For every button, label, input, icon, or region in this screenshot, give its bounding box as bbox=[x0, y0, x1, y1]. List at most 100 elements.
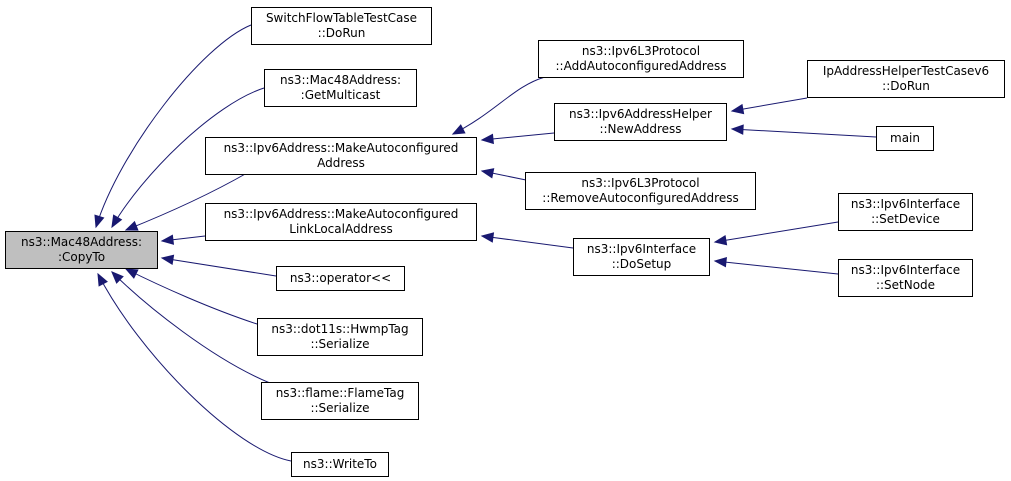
edge-line bbox=[125, 268, 258, 325]
node-label-line: ::RemoveAutoconfiguredAddress bbox=[542, 191, 738, 205]
node-box bbox=[573, 238, 710, 276]
node-label-line: :GetMulticast bbox=[301, 88, 381, 102]
node-box bbox=[876, 126, 934, 151]
edge-arrowhead bbox=[111, 271, 124, 284]
node-label-line: Address bbox=[317, 156, 365, 170]
edge-line bbox=[731, 128, 877, 138]
edge-line bbox=[95, 24, 252, 228]
node-iphelper[interactable]: IpAddressHelperTestCasev6::DoRun bbox=[807, 60, 1005, 98]
node-box bbox=[5, 231, 158, 269]
edge-line bbox=[481, 132, 555, 141]
edge-arrowhead bbox=[730, 103, 745, 115]
node-label-line: ::DoRun bbox=[318, 26, 366, 40]
node-label-line: ::DoRun bbox=[882, 79, 930, 93]
edge-arrowhead bbox=[480, 232, 495, 243]
node-label-line: ::SetNode bbox=[876, 278, 935, 292]
node-box bbox=[264, 69, 417, 107]
node-box bbox=[838, 259, 973, 297]
edge-arrowhead bbox=[480, 168, 495, 179]
edge-arrowhead bbox=[124, 220, 139, 231]
node-label-line: ns3::Mac48Address: bbox=[280, 73, 401, 87]
edge-makeautoll-to-copyto bbox=[160, 234, 206, 245]
edge-line bbox=[481, 235, 574, 249]
edge-writeto-to-copyto bbox=[97, 272, 292, 462]
node-writeto[interactable]: ns3::WriteTo bbox=[291, 452, 389, 477]
node-setnode[interactable]: ns3::Ipv6Interface::SetNode bbox=[838, 259, 973, 297]
edge-line bbox=[452, 76, 546, 135]
edge-main-to-newaddress bbox=[730, 124, 877, 138]
node-box bbox=[807, 60, 1005, 98]
node-removeauto[interactable]: ns3::Ipv6L3Protocol::RemoveAutoconfigure… bbox=[525, 172, 756, 210]
node-label-line: ns3::Ipv6Address::MakeAutoconfigured bbox=[224, 141, 459, 155]
edge-makeauto-to-copyto bbox=[124, 172, 248, 231]
node-label-line: ns3::Ipv6Address::MakeAutoconfigured bbox=[224, 207, 459, 221]
node-label-line: ns3::dot11s::HwmpTag bbox=[271, 322, 408, 336]
node-main[interactable]: main bbox=[876, 126, 934, 151]
node-setdevice[interactable]: ns3::Ipv6Interface::SetDevice bbox=[838, 193, 973, 231]
edge-line bbox=[125, 172, 248, 231]
edge-addauto-to-makeauto bbox=[451, 76, 546, 135]
node-label-line: LinkLocalAddress bbox=[289, 222, 392, 236]
node-label-line: ns3::flame::FlameTag bbox=[276, 386, 405, 400]
edge-arrowhead bbox=[730, 124, 744, 135]
edge-arrowhead bbox=[713, 234, 728, 246]
node-box bbox=[554, 103, 727, 141]
node-dosetup[interactable]: ns3::Ipv6Interface::DoSetup bbox=[573, 238, 710, 276]
edge-dosetup-to-makeautoll bbox=[480, 232, 574, 249]
node-flame[interactable]: ns3::flame::FlameTag::Serialize bbox=[261, 382, 419, 420]
node-label-line: ::SetDevice bbox=[871, 212, 940, 226]
node-label-line: ns3::Ipv6AddressHelper bbox=[569, 107, 712, 121]
edge-arrowhead bbox=[480, 133, 494, 145]
edge-line bbox=[111, 271, 271, 384]
node-label-line: ns3::Mac48Address: bbox=[21, 235, 142, 249]
node-copyto[interactable]: ns3::Mac48Address::CopyTo bbox=[5, 231, 158, 269]
node-hwmp[interactable]: ns3::dot11s::HwmpTag::Serialize bbox=[257, 318, 423, 356]
node-label-line: ns3::WriteTo bbox=[303, 457, 377, 471]
edge-arrowhead bbox=[111, 214, 123, 229]
node-label-line: ns3::Ipv6Interface bbox=[587, 242, 696, 256]
edge-line bbox=[97, 273, 292, 462]
nodes-layer: ns3::Mac48Address::CopyToSwitchFlowTable… bbox=[5, 7, 1005, 477]
edge-arrowhead bbox=[713, 256, 727, 268]
edge-removeauto-to-makeauto bbox=[480, 168, 527, 181]
node-makeauto[interactable]: ns3::Ipv6Address::MakeAutoconfiguredAddr… bbox=[205, 137, 477, 175]
node-label-line: :CopyTo bbox=[58, 250, 105, 264]
node-addauto[interactable]: ns3::Ipv6L3Protocol::AddAutoconfiguredAd… bbox=[538, 40, 744, 78]
node-label-line: IpAddressHelperTestCasev6 bbox=[823, 64, 989, 78]
node-newaddress[interactable]: ns3::Ipv6AddressHelper::NewAddress bbox=[554, 103, 727, 141]
node-label-line: ::AddAutoconfiguredAddress bbox=[556, 59, 727, 73]
node-getmulticast[interactable]: ns3::Mac48Address::GetMulticast bbox=[264, 69, 417, 107]
node-box bbox=[538, 40, 744, 78]
node-box bbox=[205, 203, 477, 241]
edge-arrowhead bbox=[97, 272, 108, 287]
node-box bbox=[205, 137, 477, 175]
node-label-line: ns3::Ipv6L3Protocol bbox=[582, 44, 700, 58]
node-label-line: SwitchFlowTableTestCase bbox=[266, 11, 417, 25]
node-label-line: main bbox=[890, 131, 920, 145]
node-box bbox=[291, 452, 389, 477]
node-label-line: ns3::Ipv6Interface bbox=[851, 197, 960, 211]
node-label-line: ns3::operator<< bbox=[290, 271, 391, 285]
edge-arrowhead bbox=[160, 234, 175, 245]
edge-iphelper-to-newaddress bbox=[730, 97, 808, 115]
node-label-line: ns3::Ipv6Interface bbox=[851, 263, 960, 277]
node-switchflow[interactable]: SwitchFlowTableTestCase::DoRun bbox=[251, 7, 432, 45]
edges-layer bbox=[94, 24, 877, 462]
edge-operator-to-copyto bbox=[160, 254, 277, 277]
edge-arrowhead bbox=[94, 214, 105, 229]
node-operator[interactable]: ns3::operator<< bbox=[276, 266, 405, 291]
node-label-line: ::Serialize bbox=[310, 337, 369, 351]
edge-arrowhead bbox=[160, 254, 175, 265]
edge-line bbox=[161, 257, 277, 277]
edge-setdevice-to-dosetup bbox=[713, 221, 839, 246]
node-box bbox=[261, 382, 419, 420]
edge-line bbox=[714, 260, 839, 275]
node-makeautoll[interactable]: ns3::Ipv6Address::MakeAutoconfiguredLink… bbox=[205, 203, 477, 241]
edge-line bbox=[714, 221, 839, 243]
edge-setnode-to-dosetup bbox=[713, 256, 839, 275]
edge-arrowhead bbox=[451, 124, 466, 135]
node-label-line: ::NewAddress bbox=[599, 122, 681, 136]
edge-flame-to-copyto bbox=[111, 271, 271, 384]
node-label-line: ::DoSetup bbox=[612, 257, 672, 271]
